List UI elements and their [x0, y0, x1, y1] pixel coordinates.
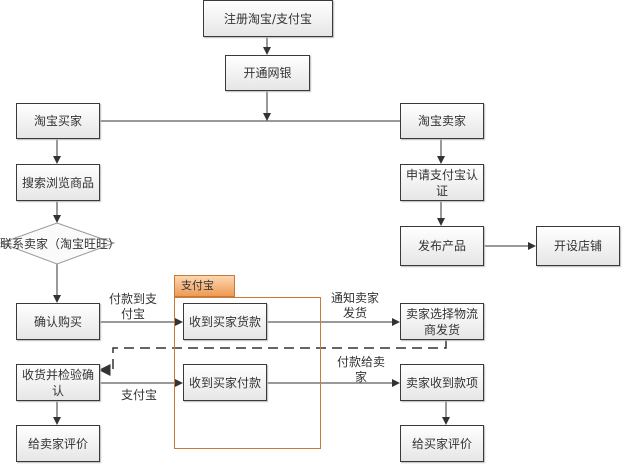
- node-seller: 淘宝卖家: [400, 103, 484, 139]
- node-search: 搜索浏览商品: [16, 164, 100, 201]
- label-pay-to-alipay: 付款到支付宝: [108, 292, 157, 321]
- alipay-container: [174, 297, 321, 449]
- label-pay-seller: 付款给卖家: [336, 355, 385, 384]
- node-contact: 联系卖家（淘宝旺旺）: [0, 236, 121, 251]
- node-buyer: 淘宝买家: [16, 103, 100, 139]
- node-open-bank: 开通网银: [225, 55, 310, 91]
- node-received-payment: 收到买家付款: [183, 364, 267, 401]
- node-received-goods-payment: 收到买家货款: [183, 303, 267, 340]
- node-publish: 发布产品: [400, 226, 484, 266]
- label-notify-ship: 通知卖家发货: [330, 291, 379, 320]
- node-confirm-buy: 确认购买: [16, 303, 100, 340]
- node-ship: 卖家选择物流商发货: [400, 303, 484, 340]
- alipay-container-tab: 支付宝: [174, 275, 235, 297]
- node-receive-check: 收货并检验确认: [16, 364, 100, 401]
- node-seller-received: 卖家收到款项: [400, 364, 484, 401]
- node-rate-seller: 给卖家评价: [16, 425, 100, 462]
- node-open-shop: 开设店铺: [536, 226, 620, 266]
- contact-diamond-shape: [0, 222, 116, 265]
- node-register: 注册淘宝/支付宝: [203, 0, 333, 37]
- label-alipay: 支付宝: [120, 388, 157, 402]
- node-rate-buyer: 给买家评价: [400, 425, 484, 462]
- dashed-ship-edge: [98, 340, 447, 376]
- node-apply-alipay: 申请支付宝认证: [400, 164, 484, 201]
